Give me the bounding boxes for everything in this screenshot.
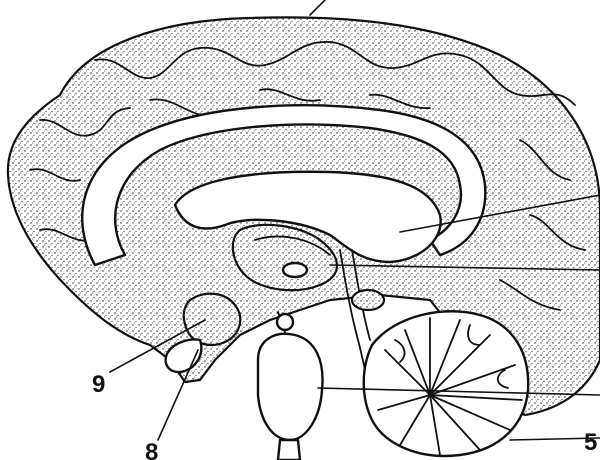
cerebellum xyxy=(362,310,530,458)
pons xyxy=(256,332,324,442)
thalamus xyxy=(231,223,338,292)
leader-lines xyxy=(109,0,600,441)
interthalamic-adhesion xyxy=(281,261,309,279)
label-9: 9 xyxy=(92,371,105,398)
corpus-callosum xyxy=(173,170,442,264)
pituitary-top xyxy=(275,312,295,332)
medulla xyxy=(276,438,302,460)
hypothalamus xyxy=(182,292,242,347)
label-5: 5 xyxy=(584,429,597,456)
cingulate-gyrus xyxy=(81,104,487,267)
pineal-gland xyxy=(350,288,386,312)
fornix-line xyxy=(254,235,331,256)
label-8: 8 xyxy=(145,439,158,460)
